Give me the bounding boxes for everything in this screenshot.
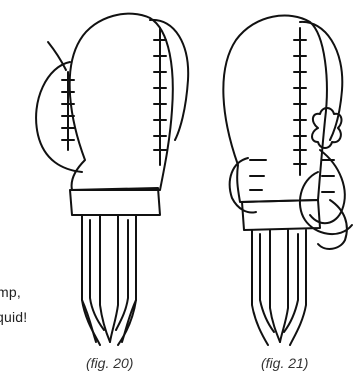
squid-figure-21 xyxy=(223,16,352,345)
figure-21-caption: (fig. 21) xyxy=(261,355,308,371)
squid-figure-20 xyxy=(36,14,188,345)
page-text-line-2: quid! xyxy=(0,309,27,325)
page-text-line-1: mp, xyxy=(0,284,21,300)
figure-20-caption: (fig. 20) xyxy=(86,355,133,371)
